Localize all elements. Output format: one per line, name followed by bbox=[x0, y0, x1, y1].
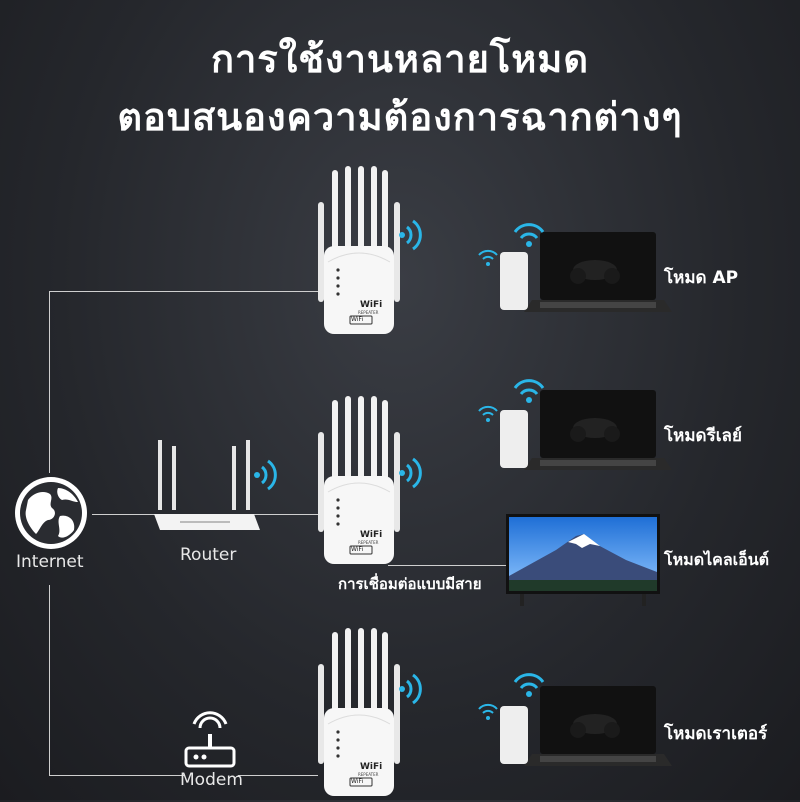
wired-connection-label: การเชื่อมต่อแบบมีสาย bbox=[338, 575, 482, 593]
repeater-icon bbox=[314, 166, 404, 340]
mode-label-ap: โหมด AP bbox=[664, 268, 739, 288]
repeater-device-repeater: WiFi REPEATER WiFi bbox=[314, 396, 404, 566]
laptop-phone-icon bbox=[480, 686, 680, 790]
router-icon bbox=[154, 440, 260, 530]
mode-label-router: โหมดเราเตอร์ bbox=[664, 724, 768, 744]
wifi-signal-icon bbox=[478, 703, 498, 720]
wifi-signal-icon bbox=[399, 673, 422, 705]
repeater-device-router: WiFi REPEATER WiFi bbox=[314, 628, 404, 798]
wire-internet-down bbox=[49, 585, 50, 775]
client-devices-ap bbox=[480, 232, 680, 332]
wifi-signal-icon bbox=[478, 405, 498, 422]
tv-icon bbox=[506, 514, 660, 606]
device-badge-text: WiFi bbox=[351, 316, 364, 323]
modem-label: Modem bbox=[180, 770, 243, 790]
wifi-signal-icon bbox=[513, 673, 545, 697]
device-sub-text: REPEATER bbox=[358, 772, 379, 777]
repeater-icon bbox=[314, 396, 404, 570]
internet-label: Internet bbox=[16, 552, 84, 572]
laptop-phone-icon bbox=[480, 232, 680, 336]
modem-icon bbox=[184, 711, 236, 768]
device-brand-text: WiFi bbox=[360, 762, 383, 772]
laptop-phone-icon bbox=[480, 390, 680, 494]
wire-to-ap bbox=[49, 291, 319, 292]
client-devices-repeater bbox=[480, 390, 680, 490]
wire-internet-up bbox=[49, 291, 50, 473]
router-label: Router bbox=[180, 545, 237, 565]
wire-modem-router-mode bbox=[238, 775, 318, 776]
device-badge-text: WiFi bbox=[351, 778, 364, 785]
device-brand-text: WiFi bbox=[360, 300, 383, 310]
wire-to-modem bbox=[49, 775, 184, 776]
wifi-signal-icon bbox=[513, 223, 545, 247]
wire-internet-router bbox=[92, 514, 162, 515]
wifi-signal-icon bbox=[254, 459, 277, 491]
repeater-device-ap: WiFi REPEATER WiFi bbox=[314, 166, 404, 336]
wifi-signal-icon bbox=[478, 249, 498, 266]
wifi-signal-icon bbox=[399, 457, 422, 489]
title-line-1: การใช้งานหลายโหมด bbox=[210, 37, 590, 81]
client-devices-router bbox=[480, 686, 680, 786]
wire-router-repeater bbox=[247, 514, 319, 515]
device-brand-text: WiFi bbox=[360, 530, 383, 540]
wifi-signal-icon bbox=[399, 219, 422, 251]
mode-label-client: โหมดไคลเอ็นต์ bbox=[664, 550, 770, 569]
wifi-signal-icon bbox=[513, 379, 545, 403]
device-sub-text: REPEATER bbox=[358, 310, 379, 315]
device-badge-text: WiFi bbox=[351, 546, 364, 553]
globe-icon bbox=[15, 477, 87, 549]
wire-client-tv bbox=[388, 565, 510, 566]
mode-label-repeater: โหมดรีเลย์ bbox=[664, 426, 742, 446]
device-sub-text: REPEATER bbox=[358, 540, 379, 545]
title-line-2: ตอบสนองความต้องการฉากต่างๆ bbox=[117, 95, 683, 139]
repeater-icon bbox=[314, 628, 404, 802]
